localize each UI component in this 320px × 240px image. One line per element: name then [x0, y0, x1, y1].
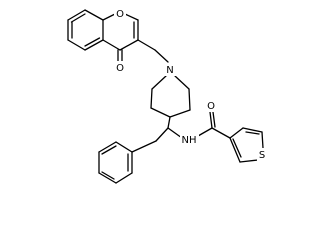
svg-text:O: O [116, 63, 124, 74]
thiophene-sulfur-label: S [257, 148, 268, 161]
amide-oxygen-label: O [205, 99, 217, 112]
amide-group [197, 111, 231, 139]
piperidine-ring [150, 75, 191, 118]
benzo-ring [67, 9, 104, 51]
thiophene-ring [229, 127, 264, 163]
amide-nitrogen-label: NH [180, 133, 199, 146]
svg-text:NH: NH [182, 135, 197, 146]
carbonyl-oxygen-label: O [114, 61, 126, 74]
phenyl-ring [98, 141, 133, 184]
molecule-structure: O O N O NH S [67, 7, 268, 184]
side-chain [131, 116, 183, 153]
svg-text:O: O [207, 101, 215, 112]
svg-text:S: S [259, 150, 265, 161]
piperidine-nitrogen-label: N [164, 63, 177, 76]
svg-text:O: O [116, 9, 124, 20]
methylene-linker [137, 39, 169, 63]
svg-text:N: N [166, 65, 173, 76]
ring-oxygen-label: O [114, 7, 126, 20]
pyranone-ring [102, 13, 139, 63]
